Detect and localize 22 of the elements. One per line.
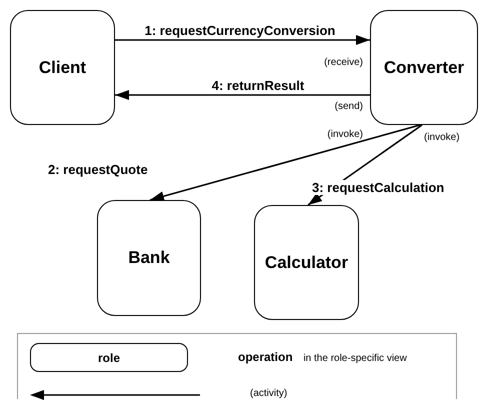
legend-role-box: role — [30, 343, 188, 372]
edge-label: 2: requestQuote — [46, 162, 150, 177]
edge-label: 1: requestCurrencyConversion — [142, 23, 338, 38]
legend-text: (activity) — [250, 388, 288, 399]
activity-label: (invoke) — [424, 132, 460, 144]
edge-label: 4: returnResult — [210, 78, 306, 93]
role-box — [254, 205, 359, 320]
activity-label: (invoke) — [327, 129, 363, 141]
role-box — [10, 10, 115, 125]
role-name: Bank — [128, 248, 170, 268]
role-box — [97, 200, 201, 316]
role-name: Converter — [384, 58, 464, 78]
activity-label: (send) — [334, 101, 363, 113]
arrow — [150, 124, 420, 202]
arrow — [115, 90, 370, 100]
edge-label: 3: requestCalculation — [310, 180, 446, 195]
role-name: Client — [38, 58, 86, 78]
legend-text: operation in the role-specific view — [238, 350, 407, 364]
activity-label: (receive) — [324, 57, 363, 69]
role-box — [370, 10, 478, 125]
arrow — [115, 35, 370, 45]
role-name: Calculator — [264, 252, 348, 272]
